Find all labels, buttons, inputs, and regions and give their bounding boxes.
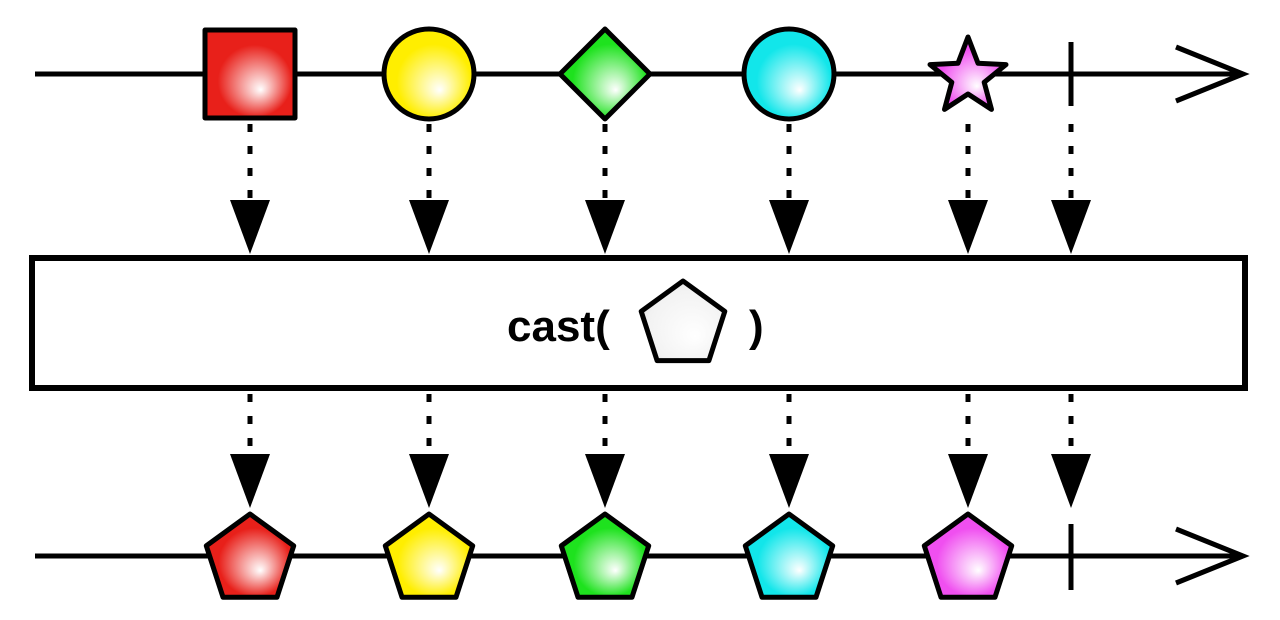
arrowhead-bottom-1 [230, 454, 270, 508]
arrowhead-top-5 [948, 200, 988, 254]
operator-label: cast( [507, 302, 610, 351]
input-marble-circle-2 [381, 26, 477, 122]
arrowhead-bottom-2 [409, 454, 449, 508]
connectors [230, 124, 1091, 508]
arrowhead-top-completion [1051, 200, 1091, 254]
operator-box: cast( ) [29, 255, 1248, 391]
output-marble-pentagon-1 [203, 511, 297, 600]
output-marbles [203, 511, 1015, 600]
output-marble-pentagon-5 [921, 511, 1015, 600]
operator-pentagon-shape [638, 278, 728, 364]
arrowhead-bottom-completion [1051, 454, 1091, 508]
output-marble-pentagon-4 [742, 511, 836, 600]
arrowhead-bottom-3 [585, 454, 625, 508]
arrowhead-top-2 [409, 200, 449, 254]
input-marble-diamond-3 [557, 26, 653, 122]
input-marble-circle-4 [741, 26, 837, 122]
output-marble-pentagon-2 [382, 511, 476, 600]
operator-close-paren: ) [749, 302, 764, 351]
input-marble-square-1 [202, 27, 298, 121]
output-marble-pentagon-3 [558, 511, 652, 600]
pentagon-icon [638, 278, 728, 364]
input-marbles [202, 26, 1009, 122]
input-marble-star-5 [927, 34, 1009, 112]
arrowhead-top-1 [230, 200, 270, 254]
arrowhead-bottom-5 [948, 454, 988, 508]
arrowhead-bottom-4 [769, 454, 809, 508]
arrowhead-top-4 [769, 200, 809, 254]
arrowhead-top-3 [585, 200, 625, 254]
